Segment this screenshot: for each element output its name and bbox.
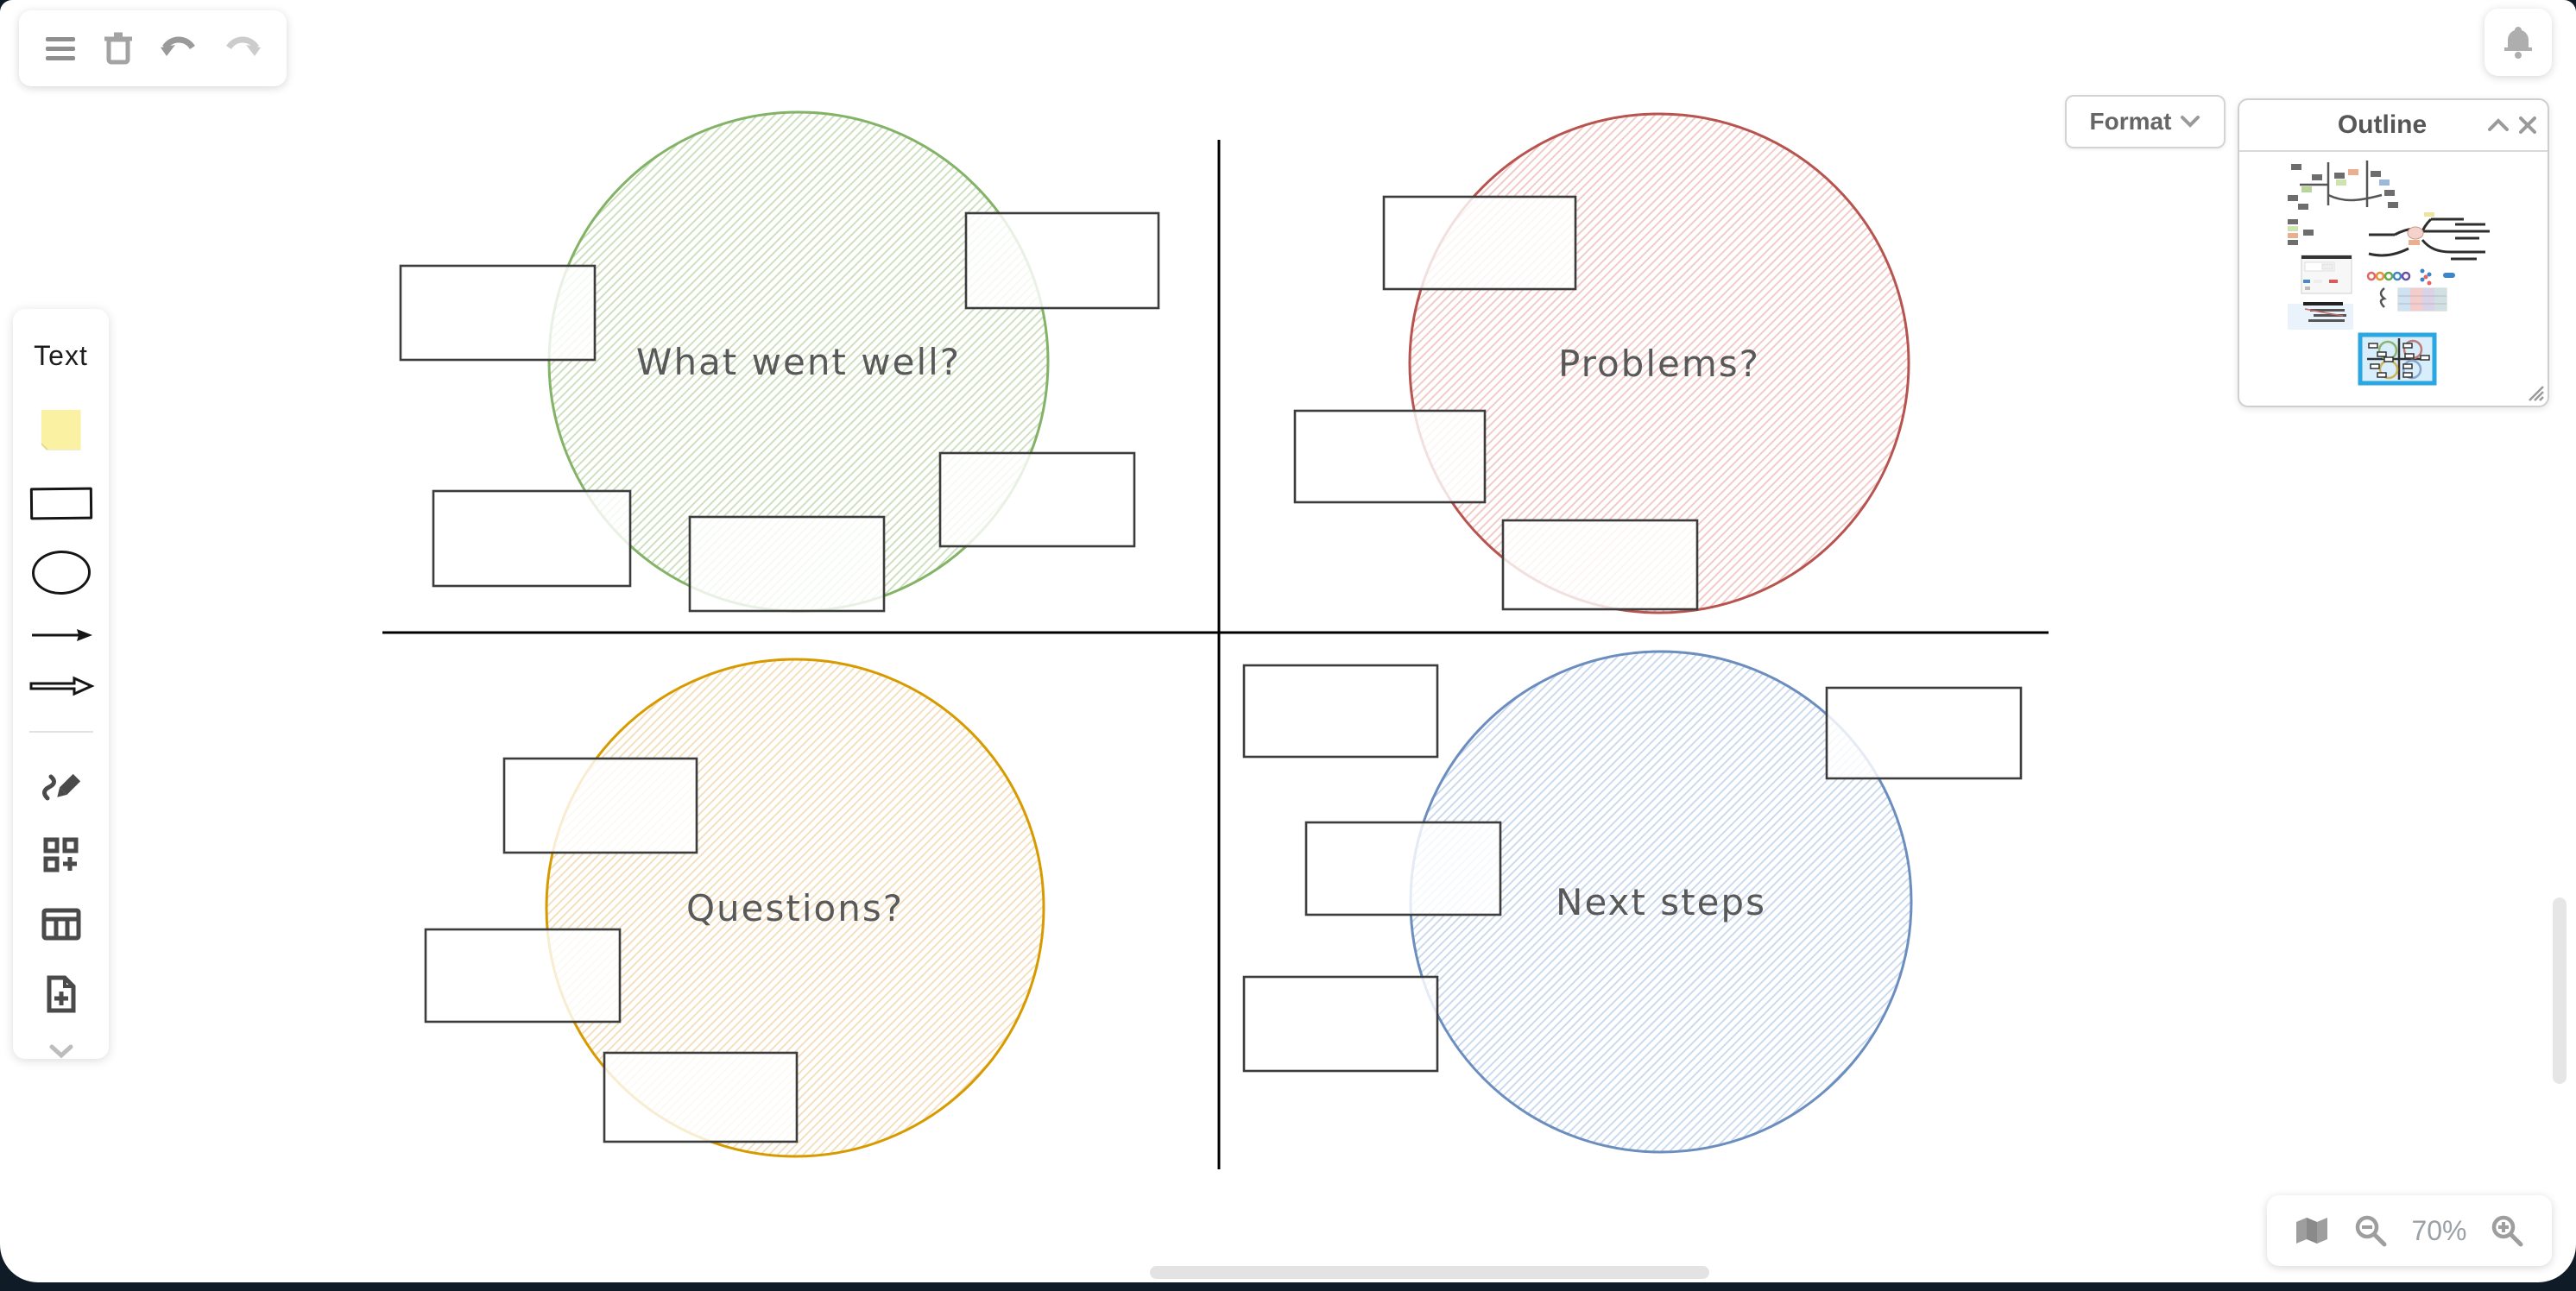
minimap-mindmap-root [2407,226,2424,240]
card-next-steps-1[interactable] [1242,664,1439,759]
card-what-went-well-3[interactable] [432,489,632,588]
minimap-mindmap-node [2409,240,2420,245]
thick-arrow-icon [29,676,95,696]
format-button[interactable]: Format [2065,95,2226,148]
card-questions-1[interactable] [502,757,698,854]
chevron-down-icon [49,1044,73,1059]
palette-divider [28,731,93,733]
chevron-up-icon [2488,118,2509,131]
card-next-steps-3[interactable] [1304,821,1502,916]
zoom-level[interactable]: 70% [2411,1214,2467,1246]
horizontal-scrollbar[interactable] [1150,1266,1709,1279]
format-button-label: Format [2089,108,2172,135]
zoom-out-button[interactable] [2353,1213,2388,1248]
menu-button[interactable] [44,35,77,61]
outline-panel: Outline [2238,98,2549,407]
map-icon [2296,1218,2328,1244]
redo-button[interactable] [224,34,262,63]
outline-panel-title: Outline [2337,110,2428,139]
outline-minimap[interactable] [2239,152,2548,404]
minimap-timeline-diagram [2300,161,2383,207]
table-button[interactable] [41,907,81,941]
zoom-toolbar: 70% [2267,1195,2552,1266]
shapes-plus-icon [43,837,78,872]
more-shapes-button[interactable] [42,836,80,874]
undo-icon [161,36,195,56]
notifications-button[interactable] [2484,9,2552,76]
card-problems-2[interactable] [1293,409,1487,504]
redo-icon [226,36,261,56]
block-arrow-tool[interactable] [28,676,95,696]
minimap-text-document [2288,302,2353,330]
palette-expand-button[interactable] [48,1043,74,1059]
minimap-list-diagram [2288,219,2314,245]
card-problems-1[interactable] [1382,195,1577,291]
arrow-tool[interactable] [28,627,94,643]
undo-button[interactable] [160,34,198,63]
rectangle-tool[interactable] [29,488,92,520]
zoom-in-button[interactable] [2490,1213,2524,1248]
thin-arrow-icon [31,629,92,641]
outline-collapse-button[interactable] [2487,116,2510,135]
zone-label-next-steps[interactable]: Next steps [1556,881,1766,923]
card-next-steps-4[interactable] [1242,975,1439,1073]
zoom-out-icon [2356,1215,2387,1247]
shape-palette: Text [13,309,109,1059]
document-plus-icon [47,975,75,1013]
delete-button[interactable] [103,31,134,66]
card-next-steps-2[interactable] [1825,686,2023,780]
table-icon [41,908,80,941]
pen-squiggle-icon [41,773,80,801]
card-what-went-well-5[interactable] [938,451,1136,548]
chevron-down-icon [2181,116,2200,128]
zone-label-problems[interactable]: Problems? [1558,343,1760,385]
minimap-wireframe-diagram [2301,255,2352,294]
freehand-tool[interactable] [41,765,82,803]
menu-icon [46,37,75,60]
card-what-went-well-4[interactable] [688,515,886,613]
minimap-mindmap-diagram [2368,217,2490,261]
vertical-scrollbar[interactable] [2553,897,2567,1084]
insert-page-button[interactable] [44,974,79,1014]
trash-icon [104,32,132,65]
minimap-timeline-nodes [2288,164,2398,210]
ellipse-tool[interactable] [30,550,92,596]
card-questions-2[interactable] [424,928,622,1023]
minimap-icons-and-table [2366,268,2455,312]
text-tool[interactable]: Text [34,340,88,371]
bell-icon [2504,27,2532,59]
zoom-in-icon [2492,1215,2523,1247]
sticky-note-tool[interactable] [41,410,81,450]
outline-resize-handle[interactable] [2529,386,2544,401]
zone-label-what-went-well[interactable]: What went well? [636,341,961,383]
zone-label-questions[interactable]: Questions? [686,887,904,929]
card-questions-3[interactable] [603,1051,799,1143]
close-icon [2519,117,2536,134]
minimap-mindmap-node2 [2424,212,2434,217]
card-problems-3[interactable] [1501,519,1699,611]
outline-close-button[interactable] [2518,116,2537,135]
minimap-current-view-thumbnail[interactable] [2358,332,2437,386]
main-toolbar [19,10,287,86]
outline-panel-header[interactable]: Outline [2239,100,2548,152]
card-what-went-well-2[interactable] [964,211,1160,310]
minimap-toggle-button[interactable] [2294,1215,2330,1246]
card-what-went-well-1[interactable] [399,264,597,362]
